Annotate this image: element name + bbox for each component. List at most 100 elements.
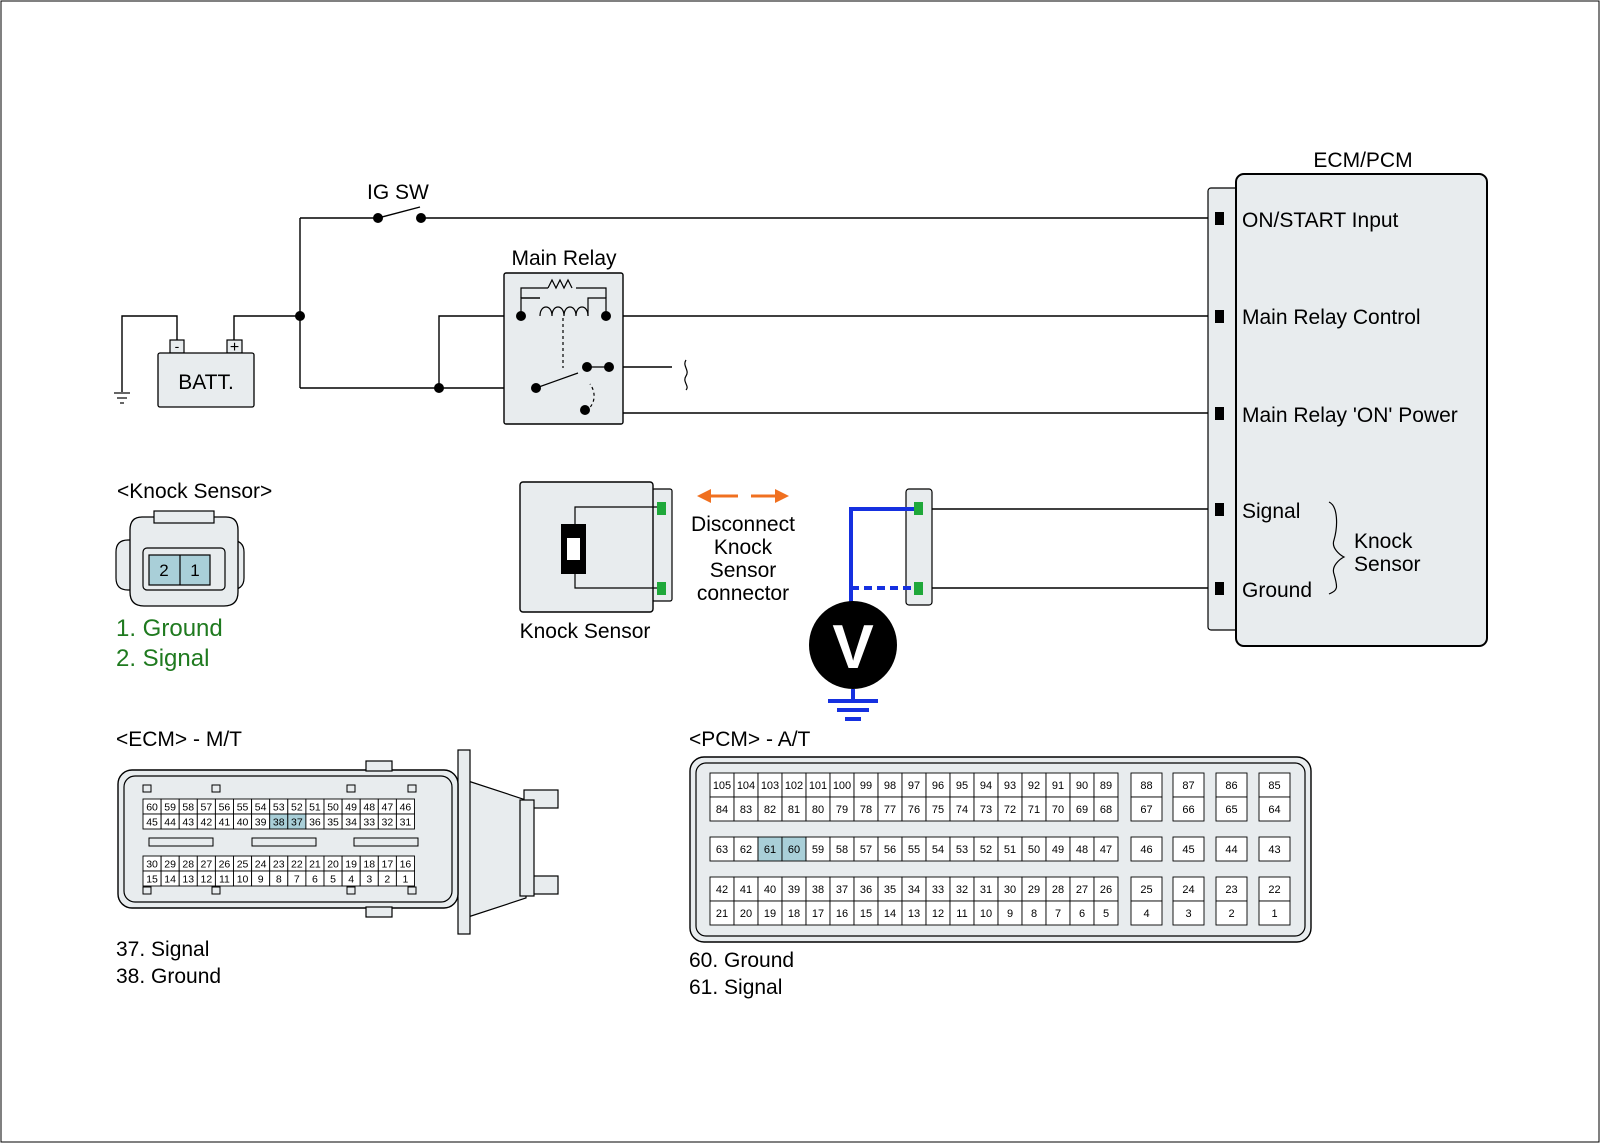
- relay-terminal: [580, 405, 590, 415]
- knock-sensor-terminal: [657, 582, 666, 595]
- connector-pin-number: 70: [1052, 804, 1064, 816]
- connector-pin-number: 40: [237, 817, 249, 829]
- connector-pin-cell: [781, 836, 807, 862]
- connector-pin-number: 61: [764, 844, 776, 856]
- connector-pin-number: 58: [182, 802, 194, 814]
- connector-pin-number: 7: [294, 874, 300, 886]
- connector-pin-number: 105: [713, 780, 731, 792]
- connector-pin-cell: [1093, 772, 1119, 798]
- connector-pin-number: 82: [764, 804, 776, 816]
- battery-body: [157, 352, 255, 408]
- voltmeter-body: [809, 601, 897, 689]
- connector-pin-number: 104: [737, 780, 755, 792]
- connector-pin-cell: [1258, 876, 1291, 902]
- connector-pin-number: 11: [219, 874, 230, 886]
- connector-pin-number: 26: [219, 859, 231, 871]
- connector-pin-number: 77: [884, 804, 896, 816]
- connector-pin-number: 16: [400, 859, 412, 871]
- connector-pin-number: 79: [836, 804, 848, 816]
- connector-pin-number: 8: [1031, 908, 1037, 920]
- connector-pin-number: 63: [716, 844, 728, 856]
- connector-pin-number: 49: [1052, 844, 1064, 856]
- connector-pin-number: 13: [182, 874, 194, 886]
- connector-pin-cell: [925, 796, 951, 822]
- harness-terminal-signal: [914, 502, 923, 515]
- connector-pin-number: 43: [1268, 844, 1280, 856]
- battery-ground-symbol: [114, 392, 130, 404]
- connector-pin-number: 101: [809, 780, 827, 792]
- connector-pin-cell: [1069, 876, 1095, 902]
- main-relay: Main Relay: [503, 247, 624, 425]
- relay-coil-supply-wire: [438, 315, 521, 388]
- ecm-terminal-on-start-input: ON/START Input: [1242, 209, 1399, 232]
- connector-pin-cell: [1258, 796, 1291, 822]
- disconnect-arrows: [697, 489, 789, 503]
- relay-terminal: [604, 362, 614, 372]
- ecm-terminal-pin: [1215, 503, 1224, 516]
- connector-pin-cell: [395, 813, 415, 830]
- connector-pin-cell: [877, 876, 903, 902]
- connector-pin-cell: [973, 772, 999, 798]
- connector-pin-number: 20: [327, 859, 339, 871]
- wire-break-mark: [684, 359, 688, 391]
- main-relay-on-power-wire: [608, 367, 1217, 414]
- connector-pin-number: 51: [1004, 844, 1016, 856]
- connector-pin-cell: [1093, 900, 1119, 926]
- connector-pin-number: 14: [164, 874, 176, 886]
- connector-pin-cell: [997, 772, 1023, 798]
- connector-pin-number: 53: [273, 802, 285, 814]
- connector-pin-cell: [853, 836, 879, 862]
- connector-pin-number: 88: [1140, 780, 1152, 792]
- knock-sensor-connector-face: <Knock Sensor> 2 1 1. Ground 2. Signal: [115, 480, 272, 672]
- ecm-pcm-box: [1235, 173, 1488, 647]
- connector-pin-number: 66: [1182, 804, 1194, 816]
- connector-pin-number: 9: [258, 874, 264, 886]
- connector-pin-number: 55: [237, 802, 249, 814]
- arrow-right-icon: [775, 489, 789, 503]
- connector-pin-number: 81: [788, 804, 800, 816]
- connector-pin-cell: [901, 900, 927, 926]
- connector-pin-number: 31: [980, 884, 992, 896]
- connector-pin-number: 76: [908, 804, 920, 816]
- connector-pin-cell: [1172, 900, 1205, 926]
- connector-pin-number: 46: [400, 802, 412, 814]
- connector-pin-number: 40: [764, 884, 776, 896]
- connector-pin-number: 21: [716, 908, 728, 920]
- connector-pin-number: 39: [788, 884, 800, 896]
- connector-pin-number: 91: [1052, 780, 1064, 792]
- connector-pin-number: 29: [164, 859, 176, 871]
- knock-connector-latch: [153, 510, 215, 524]
- connector-pin-number: 87: [1182, 780, 1194, 792]
- voltmeter-label: V: [832, 613, 873, 682]
- connector-pin-number: 10: [980, 908, 992, 920]
- connector-pin-cell: [757, 900, 783, 926]
- connector-pin-number: 38: [812, 884, 824, 896]
- connector-pin-number: 31: [400, 817, 412, 829]
- disconnect-note-line4: connector: [697, 582, 789, 605]
- ig-sw-blade: [377, 206, 421, 219]
- connector-pin-number: 4: [348, 874, 354, 886]
- connector-pin-cell: [1215, 900, 1248, 926]
- connector-pin-cell: [1172, 876, 1205, 902]
- connector-pin-cell: [949, 796, 975, 822]
- connector-pin-number: 86: [1225, 780, 1237, 792]
- connector-pin-number: 12: [932, 908, 944, 920]
- connector-pin-cell: [1130, 900, 1163, 926]
- connector-pin-cell: [757, 796, 783, 822]
- connector-pin-number: 38: [273, 817, 285, 829]
- connector-pin-number: 45: [146, 817, 158, 829]
- connector-pin-number: 53: [956, 844, 968, 856]
- connector-pin-number: 60: [146, 802, 158, 814]
- connector-pin-cell: [853, 796, 879, 822]
- connector-pin-number: 29: [1028, 884, 1040, 896]
- connector-pin-number: 42: [201, 817, 213, 829]
- connector-pin-number: 28: [1052, 884, 1064, 896]
- connector-pin-number: 22: [291, 859, 303, 871]
- connector-pin-number: 17: [812, 908, 824, 920]
- connector-pin-number: 49: [345, 802, 357, 814]
- relay-coil-lead: [587, 297, 607, 316]
- connector-pin-number: 11: [956, 908, 967, 920]
